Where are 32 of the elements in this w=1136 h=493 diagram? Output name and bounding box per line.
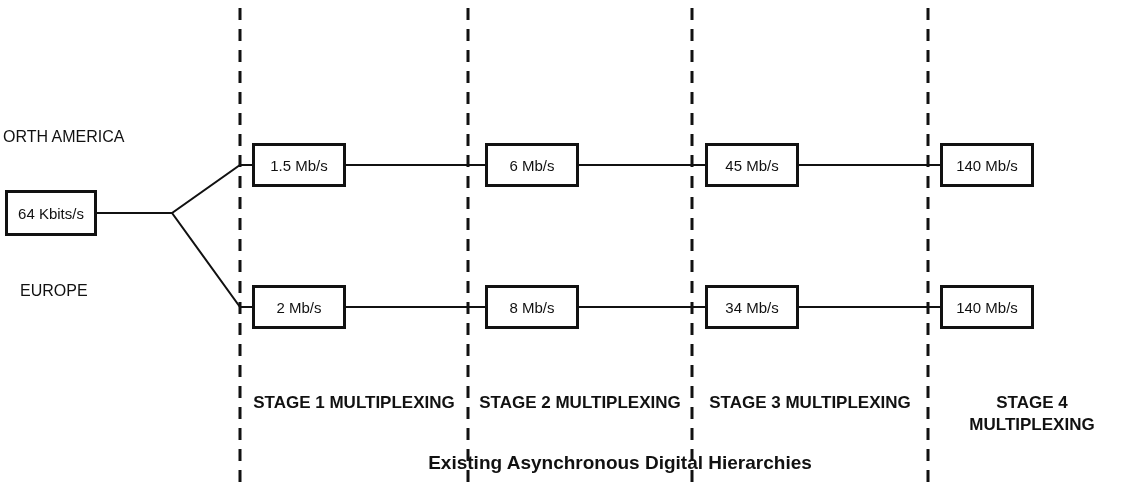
rate-box (252, 285, 346, 329)
rate-box (252, 143, 346, 187)
rate-box (485, 285, 579, 329)
stage-label: STAGE 4 MULTIPLEXING (968, 392, 1096, 436)
rate-text: 140 Mb/s (956, 156, 1018, 174)
connector-line (798, 164, 941, 166)
caption: Existing Asynchronous Digital Hierarchies (427, 452, 813, 474)
connector-line (578, 306, 706, 308)
rate-text: 2 Mb/s (276, 298, 322, 316)
rate-box (940, 285, 1034, 329)
stage-label: STAGE 1 MULTIPLEXING (252, 392, 456, 414)
rate-text: 140 Mb/s (956, 298, 1018, 316)
stage-label: STAGE 3 MULTIPLEXING (708, 392, 912, 414)
rate-text: 8 Mb/s (509, 298, 555, 316)
region-label: ORTH AMERICA (3, 128, 125, 146)
rate-box (5, 190, 97, 236)
connector-line (96, 212, 253, 308)
rate-box (485, 143, 579, 187)
connector-line (345, 164, 486, 166)
rate-box (705, 285, 799, 329)
rate-box (940, 143, 1034, 187)
stage-label: STAGE 2 MULTIPLEXING (478, 392, 682, 414)
connector-line (578, 164, 706, 166)
rate-text: 34 Mb/s (725, 298, 779, 316)
rate-text: 1.5 Mb/s (270, 156, 328, 174)
region-label: EUROPE (20, 282, 88, 300)
rate-box (705, 143, 799, 187)
connector-line (345, 306, 486, 308)
rate-text: 6 Mb/s (509, 156, 555, 174)
rate-text: 64 Kbits/s (18, 204, 84, 222)
connector-line (798, 306, 941, 308)
rate-text: 45 Mb/s (725, 156, 779, 174)
